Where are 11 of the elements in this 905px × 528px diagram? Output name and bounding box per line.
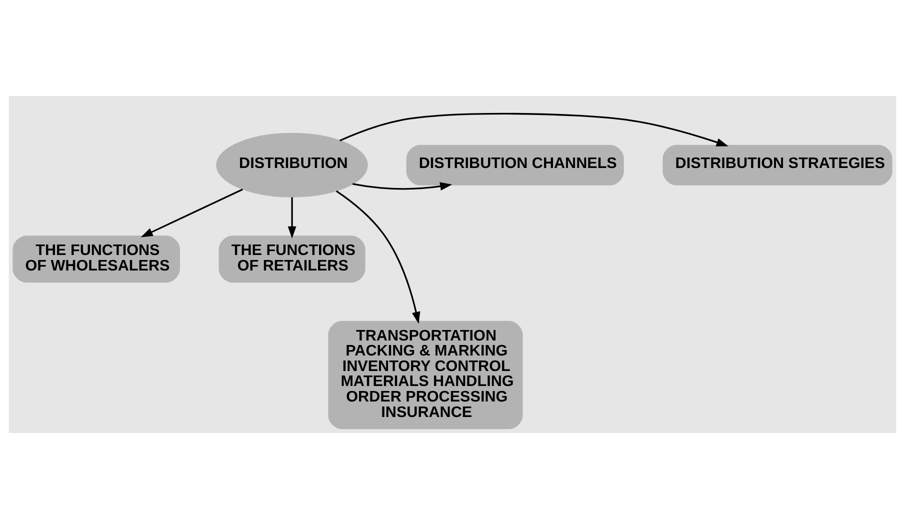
node-box: THE FUNCTIONS OF RETAILERS — [218, 235, 366, 282]
node-box: TRANSPORTATION PACKING & MARKING INVENTORY CONTROL MATERIALS HANDLING ORDER PROCESSING INSURANCE — [328, 320, 523, 429]
arrow — [288, 196, 296, 238]
node-box: THE FUNCTIONS OF WHOLESALERS — [12, 235, 180, 282]
node-box: DISTRIBUTION STRATEGIES — [662, 144, 892, 185]
arrow — [352, 182, 452, 190]
arrow — [140, 188, 243, 237]
arrow — [339, 112, 728, 146]
arrow — [336, 190, 420, 324]
node-ellipse: DISTRIBUTION — [216, 132, 368, 197]
node-box: DISTRIBUTION CHANNELS — [406, 144, 624, 185]
